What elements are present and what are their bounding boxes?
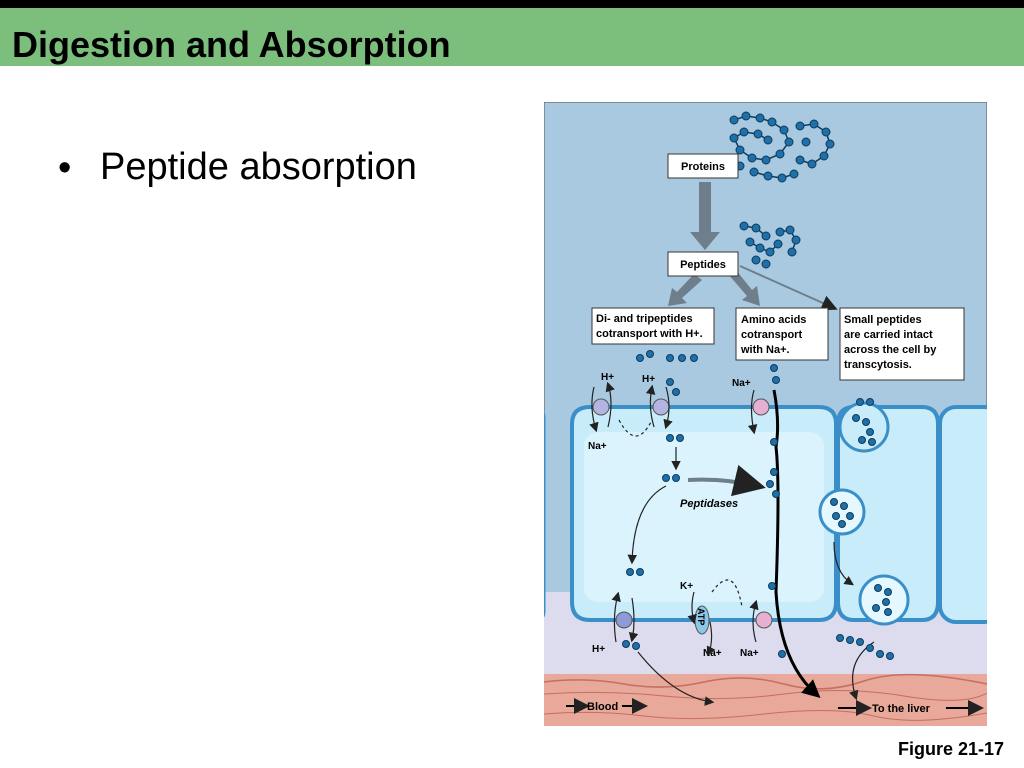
to-liver-label: To the liver: [872, 703, 931, 715]
na-cotransporter-basolateral: [755, 611, 773, 629]
top-border: [0, 0, 1024, 8]
right-cell-edge: [938, 405, 987, 624]
bullet-text: Peptide absorption: [100, 146, 417, 188]
bullet-dot-icon: •: [58, 147, 72, 189]
h-plus-label-1: H+: [601, 372, 614, 383]
h-cotransporter-2: [652, 398, 670, 416]
protein-cluster: [729, 111, 835, 183]
peptides-label-box: Peptides: [667, 251, 739, 277]
na-plus-label-2: Na+: [732, 378, 751, 389]
proteins-label-box: Proteins: [667, 153, 739, 179]
di-tri-line-2: cotransport with H+.: [596, 328, 703, 340]
peptides-to-small-arrow: [739, 265, 838, 311]
amino-line-2: cotransport: [741, 329, 802, 341]
peptides-to-amino-arrow: [728, 270, 760, 306]
small-line-2: are carried intact: [844, 329, 933, 341]
proteins-to-peptides-arrow: [690, 182, 720, 250]
k-plus-label: K+: [680, 581, 693, 592]
slide-title: Digestion and Absorption: [12, 24, 451, 65]
atp-label: ATP: [696, 608, 706, 625]
small-line-3: across the cell by: [844, 344, 937, 356]
small-line-4: transcytosis.: [844, 359, 912, 371]
di-tri-line-1: Di- and tripeptides: [596, 313, 693, 325]
peptides-to-ditri-arrow: [668, 274, 702, 306]
blood-label: Blood: [587, 701, 618, 713]
na-cotransporter-apical: [752, 398, 770, 416]
amino-label-box: Amino acids cotransport with Na+.: [735, 307, 829, 361]
h-plus-label-3: H+: [592, 644, 605, 655]
h-exchanger-basolateral: [615, 611, 633, 629]
amino-acid-path-thick: [772, 389, 821, 698]
h-cotransporter-1: [592, 398, 610, 416]
endocytic-vesicle: [838, 401, 890, 453]
figure-caption: Figure 21-17: [898, 739, 1005, 759]
peptidase-arrow: [687, 464, 766, 497]
na-plus-label-3: Na+: [703, 648, 722, 659]
small-peptides-label-box: Small peptides are carried intact across…: [839, 307, 965, 381]
title-bar: Digestion and Absorption: [0, 8, 1024, 66]
amino-line-3: with Na+.: [740, 344, 790, 356]
proteins-label: Proteins: [681, 161, 725, 173]
small-line-1: Small peptides: [844, 314, 922, 326]
transcytosis-cell: [836, 405, 940, 622]
h-plus-label-2: H+: [642, 374, 655, 385]
amino-line-1: Amino acids: [741, 314, 806, 326]
di-tri-label-box: Di- and tripeptides cotransport with H+.: [591, 307, 715, 345]
na-plus-label-1: Na+: [588, 441, 607, 452]
peptide-cluster: [739, 221, 801, 269]
peptide-absorption-diagram: Proteins Peptides Di- and tripeptides co…: [544, 102, 987, 726]
na-plus-label-4: Na+: [740, 648, 759, 659]
peptidases-label: Peptidases: [680, 498, 738, 510]
peptides-label: Peptides: [680, 259, 726, 271]
